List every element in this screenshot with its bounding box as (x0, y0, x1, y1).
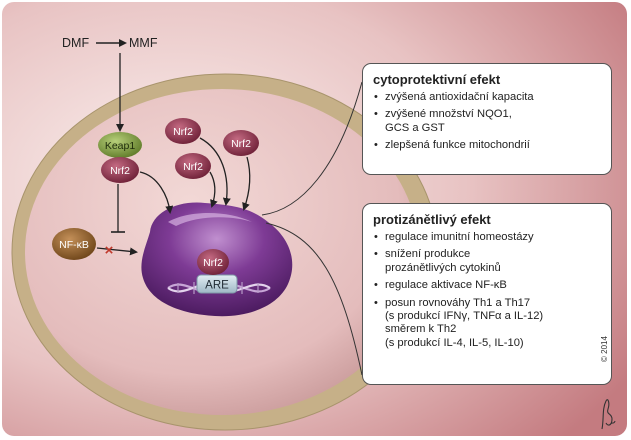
nfkb-label: NF-κB (59, 239, 89, 251)
mmf-label: MMF (129, 36, 158, 50)
antiinflammatory-item: snížení produkce prozánětlivých cytokinů (373, 248, 601, 275)
keap1-nrf2-to-nucleus-arrow (139, 171, 174, 214)
nfkb-to-nucleus-arrow (96, 247, 138, 256)
free-nrf2-protein-1 (165, 118, 201, 144)
cytoprotective-list: zvýšená antioxidační kapacita zvýšené mn… (373, 91, 601, 153)
dmf-label: DMF (62, 36, 89, 50)
nfkb-protein (52, 228, 96, 260)
cytoprotective-title: cytoprotektivní efekt (373, 72, 501, 87)
antiinflammatory-callout-line (265, 222, 363, 376)
antiinflammatory-item: posun rovnováhy Th1 a Th17 (s produkcí I… (373, 297, 601, 351)
artist-signature (601, 399, 616, 430)
nucleus-nrf2-label: Nrf2 (203, 257, 223, 269)
keap1-label: Keap1 (105, 140, 136, 152)
free-nrf2-label-3: Nrf2 (183, 161, 203, 173)
free-nrf2-label-2: Nrf2 (231, 138, 251, 150)
free-nrf2-label-1: Nrf2 (173, 126, 193, 138)
keap1-protein (98, 132, 142, 158)
copyright-credit: © 2014 (600, 336, 609, 362)
nrf2-3-to-nucleus-arrow (209, 171, 218, 208)
bound-nrf2-protein (101, 157, 139, 183)
antiinflammatory-effect-box: protizánětlivý efekt regulace imunitní h… (362, 203, 612, 385)
nrf2-1-to-nucleus-arrow (199, 137, 231, 206)
cytoprotective-item: zvýšené množství NQO1, GCS a GST (373, 108, 601, 135)
cytoprotective-callout-line (261, 81, 363, 216)
are-box (196, 274, 238, 294)
antiinflammatory-item: regulace imunitní homeostázy (373, 231, 601, 245)
free-nrf2-protein-3 (175, 153, 211, 179)
antiinflammatory-list: regulace imunitní homeostázy snížení pro… (373, 231, 601, 350)
antiinflammatory-title: protizánětlivý efekt (373, 212, 491, 227)
blocked-cross: × (105, 242, 114, 259)
free-nrf2-protein-2 (223, 130, 259, 156)
bound-nrf2-label: Nrf2 (110, 165, 130, 177)
antiinflammatory-item: regulace aktivace NF-κB (373, 279, 601, 293)
are-label: ARE (205, 280, 229, 292)
nucleus-nrf2-protein (197, 249, 229, 275)
cytoprotective-item: zlepšená funkce mitochondrií (373, 139, 601, 153)
cytoprotective-item: zvýšená antioxidační kapacita (373, 91, 601, 105)
nrf2-2-to-nucleus-arrow (242, 156, 251, 211)
cytoprotective-effect-box: cytoprotektivní efekt zvýšená antioxidač… (362, 63, 612, 175)
nucleus-highlight (168, 213, 252, 226)
